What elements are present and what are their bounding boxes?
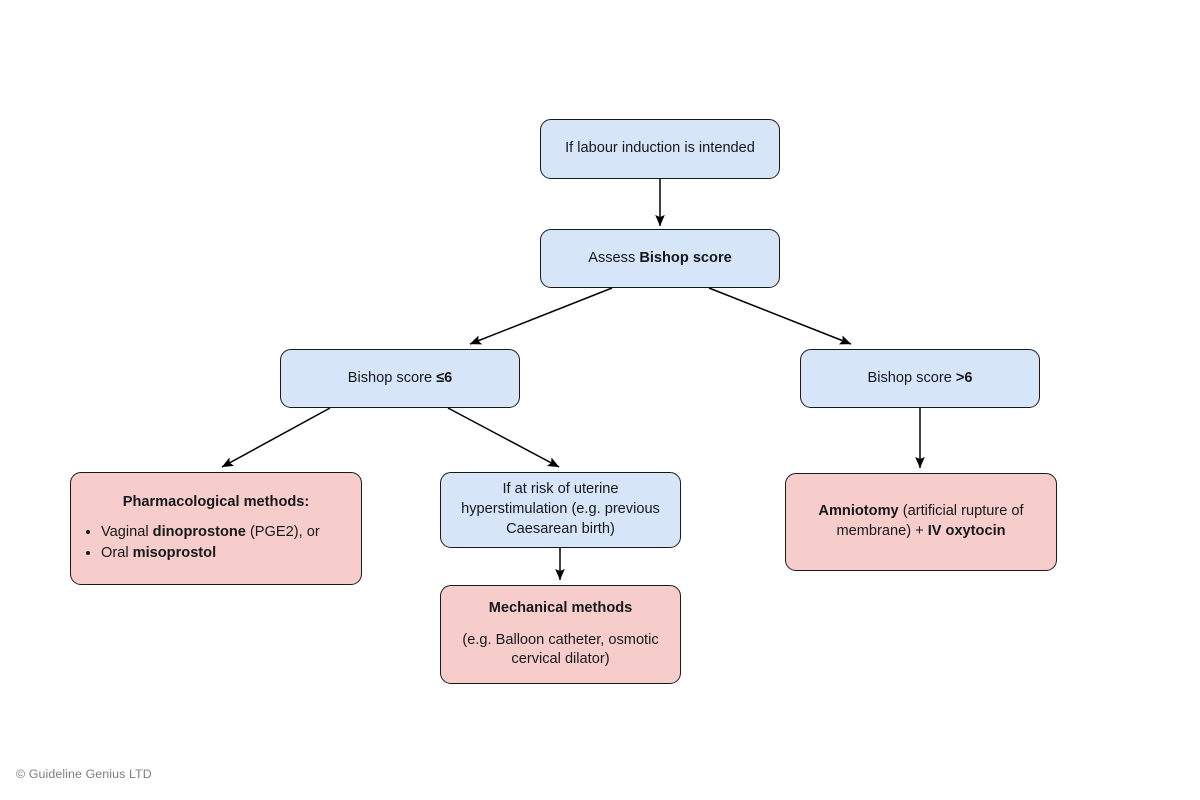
node-pharmacological-methods[interactable]: Pharmacological methods: Vaginal dinopro… xyxy=(70,472,362,585)
pharmacological-bullet-list: Vaginal dinoprostone (PGE2), or Oral mis… xyxy=(81,522,320,564)
list-item: Vaginal dinoprostone (PGE2), or xyxy=(101,522,320,543)
node-pharmacological-heading: Pharmacological methods: xyxy=(122,494,310,510)
node-assess-bishop-score[interactable]: Assess Bishop score xyxy=(540,229,780,288)
node-start[interactable]: If labour induction is intended xyxy=(540,119,780,179)
edge-assess-to-bishop-low xyxy=(469,287,613,345)
footer-credit: © Guideline Genius LTD xyxy=(16,767,152,781)
list-item: Oral misoprostol xyxy=(101,543,320,564)
node-start-label: If labour induction is intended xyxy=(565,140,755,157)
node-bishop-score-high[interactable]: Bishop score >6 xyxy=(800,349,1040,408)
edge-assess-to-bishop-high xyxy=(708,287,852,345)
edge-bishop-low-to-pharmacological xyxy=(221,407,331,468)
node-bishop-low-label: Bishop score ≤6 xyxy=(347,369,453,386)
edge-bishop-low-to-hyperstimulation xyxy=(447,407,560,468)
node-bishop-high-label: Bishop score >6 xyxy=(867,369,973,386)
node-assess-label: Assess Bishop score xyxy=(588,249,732,266)
node-mechanical-methods[interactable]: Mechanical methods (e.g. Balloon cathete… xyxy=(440,585,681,684)
node-bishop-score-low[interactable]: Bishop score ≤6 xyxy=(280,349,520,408)
node-mechanical-heading: Mechanical methods xyxy=(488,599,633,616)
